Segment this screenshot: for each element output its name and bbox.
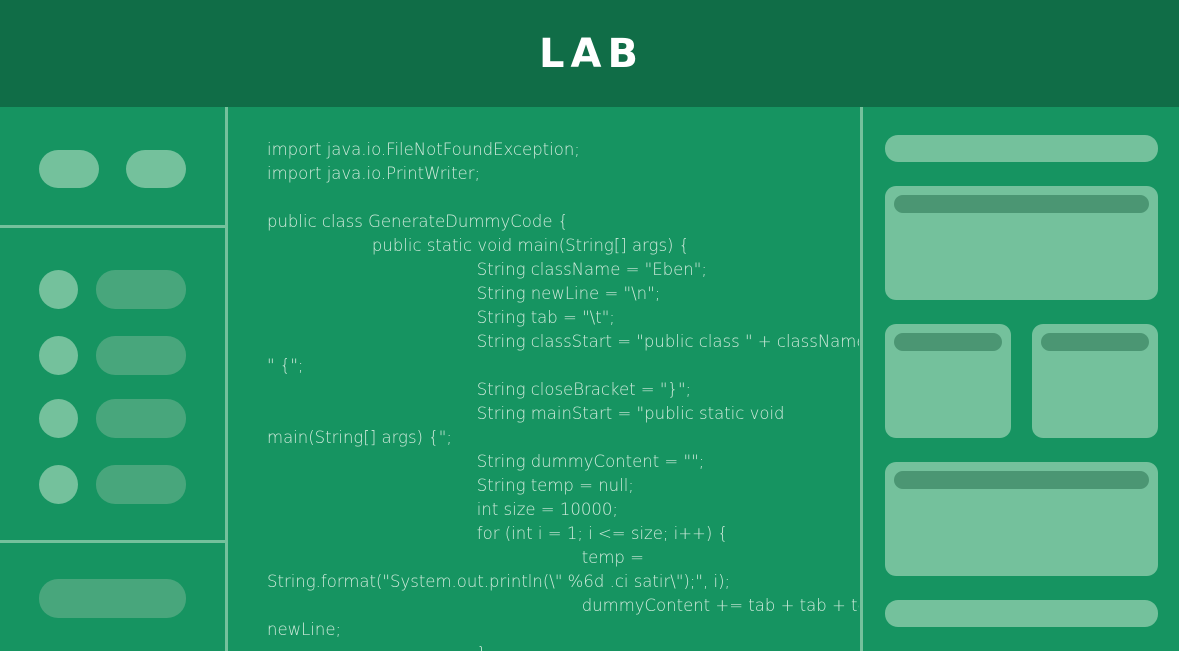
code-line: String mainStart = "public static void xyxy=(267,404,785,423)
code-line: String className = "Eben"; xyxy=(267,260,707,279)
card-header-bar xyxy=(1041,333,1149,351)
code-line: import java.io.PrintWriter; xyxy=(267,164,481,183)
sidebar-item-4-pill[interactable] xyxy=(96,465,186,504)
code-line: public static void main(String[] args) { xyxy=(267,236,690,255)
code-line: public class GenerateDummyCode { xyxy=(267,212,569,231)
card-header-bar xyxy=(894,195,1149,213)
page-title: LAB xyxy=(539,30,644,77)
code-line: temp = xyxy=(267,548,644,567)
right-card-small-1[interactable] xyxy=(885,324,1011,438)
code-line: import java.io.FileNotFoundException; xyxy=(267,140,580,159)
code-editor[interactable]: import java.io.FileNotFoundException; imp… xyxy=(267,138,859,651)
sidebar-divider-1 xyxy=(0,225,225,228)
code-line xyxy=(267,186,859,210)
right-card-large-2[interactable] xyxy=(885,462,1158,576)
code-line: String classStart = "public class " + cl… xyxy=(267,332,859,351)
code-line: " {"; xyxy=(267,356,304,375)
code-line: } xyxy=(267,642,859,651)
code-line: main(String[] args) {"; xyxy=(267,428,452,447)
sidebar-divider-2 xyxy=(0,540,225,543)
left-panel-divider xyxy=(225,107,228,651)
sidebar-item-4-dot xyxy=(39,465,78,504)
card-header-bar xyxy=(894,333,1002,351)
code-line: String closeBracket = "}"; xyxy=(267,380,692,399)
sidebar-top-pill-1[interactable] xyxy=(39,150,99,188)
code-line: dummyContent += tab + tab + temp + xyxy=(267,596,859,615)
sidebar-item-1-pill[interactable] xyxy=(96,270,186,309)
card-header-bar xyxy=(894,471,1149,489)
code-line: String tab = "\t"; xyxy=(267,308,615,327)
sidebar-item-3-pill[interactable] xyxy=(96,399,186,438)
code-line: int size = 10000; xyxy=(267,500,618,519)
code-line: newLine; xyxy=(267,620,342,639)
right-panel-divider xyxy=(860,107,863,651)
right-bottom-bar[interactable] xyxy=(885,600,1158,627)
right-top-bar[interactable] xyxy=(885,135,1158,162)
code-line: String.format("System.out.println(\" %6d… xyxy=(267,572,731,591)
sidebar-top-pill-2[interactable] xyxy=(126,150,186,188)
code-line: String newLine = "\n"; xyxy=(267,284,661,303)
right-card-small-2[interactable] xyxy=(1032,324,1158,438)
header-bar: LAB xyxy=(0,0,1179,107)
code-line: String temp = null; xyxy=(267,476,634,495)
sidebar-item-3-dot xyxy=(39,399,78,438)
right-card-large-1[interactable] xyxy=(885,186,1158,300)
sidebar-bottom-pill[interactable] xyxy=(39,579,186,618)
sidebar-item-2-dot xyxy=(39,336,78,375)
code-line: for (int i = 1; i <= size; i++) { xyxy=(267,524,729,543)
sidebar-item-2-pill[interactable] xyxy=(96,336,186,375)
code-line: String dummyContent = ""; xyxy=(267,452,705,471)
sidebar-item-1-dot xyxy=(39,270,78,309)
